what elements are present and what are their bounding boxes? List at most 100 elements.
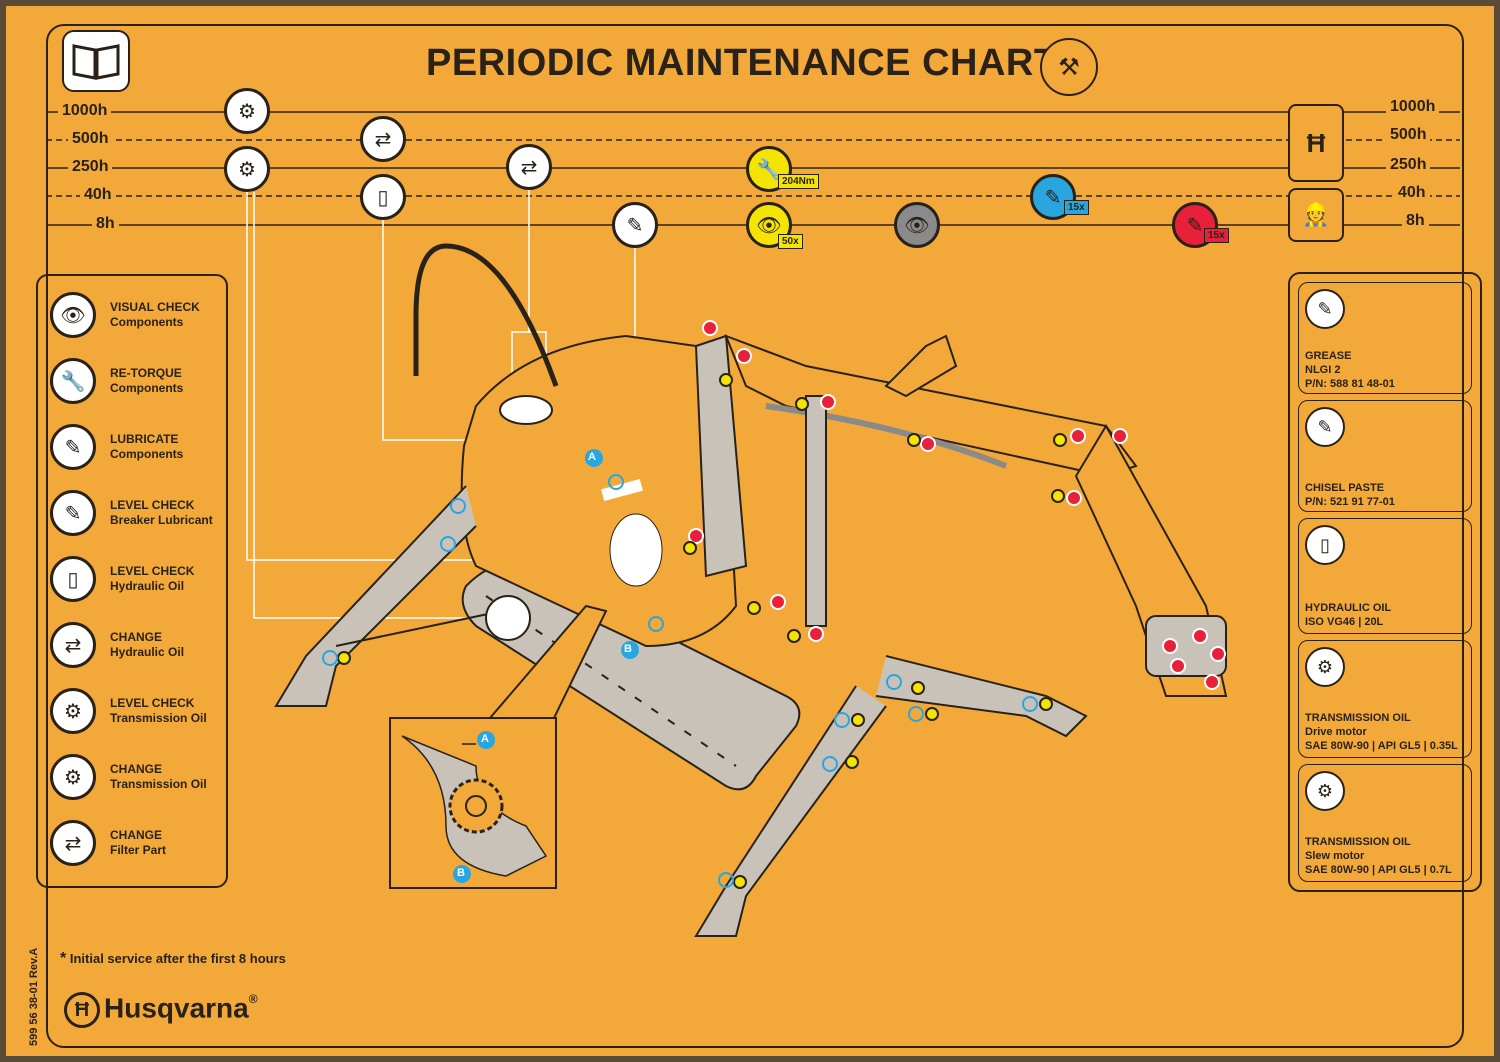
interval-label-right: 250h	[1386, 156, 1431, 174]
card-line: ISO VG46 | 20L	[1305, 616, 1384, 628]
interval-label-left: 8h	[92, 215, 119, 233]
legend-subtitle: Hydraulic Oil	[110, 645, 185, 659]
part-number: 599 56 38-01 Rev.A	[28, 947, 40, 1046]
inset-callout-a-label: A	[481, 733, 489, 745]
footnote: * Initial service after the first 8 hour…	[60, 950, 286, 968]
hydraulic-tank-icon: ▯	[50, 556, 96, 602]
legend-item: ⚙ CHANGE Transmission Oil	[50, 754, 226, 806]
hydraulic-tank-icon: ▯	[360, 174, 406, 220]
lubricant-card: ✎ CHISEL PASTE P/N: 521 91 77-01	[1298, 400, 1472, 512]
legend-title: LEVEL CHECK	[110, 696, 195, 710]
lubricant-card: ▯ HYDRAULIC OIL ISO VG46 | 20L	[1298, 518, 1472, 634]
demolition-robot-illustration	[274, 243, 1228, 937]
chisel-icon: ✎	[1305, 407, 1345, 447]
legend-title: LEVEL CHECK	[110, 498, 195, 512]
legend-subtitle: Components	[110, 315, 184, 329]
legend-subtitle: Transmission Oil	[110, 777, 207, 791]
legend-title: RE-TORQUE	[110, 366, 182, 380]
lubricant-card: ✎ GREASE NLGI 2 P/N: 588 81 48-01	[1298, 282, 1472, 394]
gear-drop-icon: ⚙	[1305, 647, 1345, 687]
interval-label-left: 40h	[80, 186, 116, 204]
inset-callout-b-label: B	[457, 867, 465, 879]
legend-item: ▯ LEVEL CHECK Hydraulic Oil	[50, 556, 226, 608]
card-line: NLGI 2	[1305, 364, 1341, 376]
tools-maintenance-icon: ⚒	[1040, 38, 1098, 96]
legend-title: CHANGE	[110, 630, 163, 644]
lubricant-card: ⚙ TRANSMISSION OIL Drive motor SAE 80W-9…	[1298, 640, 1472, 758]
gear-change-icon: ⚙	[50, 754, 96, 800]
lubricants-panel: ✎ GREASE NLGI 2 P/N: 588 81 48-01 ✎ CHIS…	[1288, 272, 1482, 892]
eye-icon: 👁	[50, 292, 96, 338]
legend-subtitle: Components	[110, 381, 184, 395]
card-line: SAE 80W-90 | API GL5 | 0.7L	[1305, 864, 1452, 876]
interval-label-right: 1000h	[1386, 98, 1440, 116]
card-title: GREASE	[1305, 350, 1352, 362]
registered-mark: ®	[248, 992, 258, 1006]
gear-drop-icon: ⚙	[224, 146, 270, 192]
brand-name: Husqvarna	[104, 992, 249, 1024]
legend-title: VISUAL CHECK	[110, 300, 200, 314]
interval-label-left: 1000h	[58, 102, 112, 120]
filter-icon: ⇄	[506, 144, 552, 190]
husqvarna-h-icon: Ħ	[64, 992, 100, 1028]
gear-drop-icon: ⚙	[1305, 771, 1345, 811]
legend-item: 👁 VISUAL CHECK Components	[50, 292, 226, 344]
torque-badge: 204Nm	[778, 174, 819, 189]
legend-title: LUBRICATE	[110, 432, 179, 446]
callout-b-label: B	[624, 643, 632, 655]
legend-item: 🔧 RE-TORQUE Components	[50, 358, 226, 410]
legend-title: LEVEL CHECK	[110, 564, 195, 578]
outer-frame	[46, 24, 1464, 1048]
visual-count-badge: 50x	[778, 234, 803, 249]
husqvarna-service-icon: Ħ	[1288, 104, 1344, 182]
red-count-badge: 15x	[1204, 228, 1229, 243]
page-title: PERIODIC MAINTENANCE CHART	[426, 42, 1058, 84]
lubricant-card: ⚙ TRANSMISSION OIL Slew motor SAE 80W-90…	[1298, 764, 1472, 882]
footnote-star: *	[60, 950, 67, 967]
interval-label-left: 250h	[68, 158, 113, 176]
blue-count-badge: 15x	[1064, 200, 1089, 215]
operator-icon: 👷	[1288, 188, 1344, 242]
legend-subtitle: Filter Part	[110, 843, 167, 857]
legend-subtitle: Breaker Lubricant	[110, 513, 213, 527]
legend-item: ⚙ LEVEL CHECK Transmission Oil	[50, 688, 226, 740]
legend-item: ✎ LEVEL CHECK Breaker Lubricant	[50, 490, 226, 542]
card-line: P/N: 588 81 48-01	[1305, 378, 1395, 390]
card-title: HYDRAULIC OIL	[1305, 602, 1392, 614]
legend-item: ✎ LUBRICATE Components	[50, 424, 226, 476]
card-title: TRANSMISSION OIL	[1305, 712, 1411, 724]
maintenance-chart-sheet: PERIODIC MAINTENANCE CHART ⚒ 1000h 500h …	[6, 6, 1494, 1056]
filter-icon: ⇄	[50, 820, 96, 866]
legend-item: ⇄ CHANGE Hydraulic Oil	[50, 622, 226, 674]
card-line: P/N: 521 91 77-01	[1305, 496, 1395, 508]
legend-subtitle: Components	[110, 447, 184, 461]
legend-title: CHANGE	[110, 828, 163, 842]
hydraulic-tank-icon: ▯	[1305, 525, 1345, 565]
chisel-icon: ✎	[612, 202, 658, 248]
card-line: Slew motor	[1305, 850, 1365, 862]
card-line: Drive motor	[1305, 726, 1367, 738]
card-title: TRANSMISSION OIL	[1305, 836, 1411, 848]
manual-book-icon	[62, 30, 130, 92]
interval-label-right: 40h	[1394, 184, 1430, 202]
legend-panel: 👁 VISUAL CHECK Components 🔧 RE-TORQUE Co…	[36, 274, 228, 888]
card-line: SAE 80W-90 | API GL5 | 0.35L	[1305, 740, 1458, 752]
footnote-text: Initial service after the first 8 hours	[69, 951, 286, 966]
gear-change-icon: ⚙	[224, 88, 270, 134]
interval-label-right: 500h	[1386, 126, 1431, 144]
callout-a-label: A	[588, 451, 596, 463]
legend-item: ⇄ CHANGE Filter Part	[50, 820, 226, 872]
grease-gun-icon: ✎	[1305, 289, 1345, 329]
legend-subtitle: Hydraulic Oil	[110, 579, 185, 593]
hydraulic-change-icon: ⇄	[50, 622, 96, 668]
card-title: CHISEL PASTE	[1305, 482, 1385, 494]
legend-title: CHANGE	[110, 762, 163, 776]
hydraulic-change-icon: ⇄	[360, 116, 406, 162]
chisel-icon: ✎	[50, 490, 96, 536]
wrench-icon: 🔧	[50, 358, 96, 404]
interval-label-right: 8h	[1402, 212, 1429, 230]
gear-drop-icon: ⚙	[50, 688, 96, 734]
grease-gun-icon: ✎	[50, 424, 96, 470]
eye-icon: 👁	[894, 202, 940, 248]
